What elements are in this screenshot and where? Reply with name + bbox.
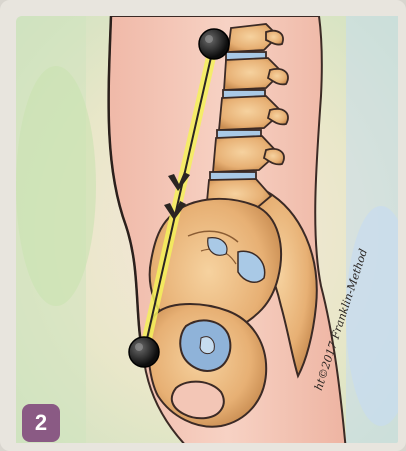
figure-number-badge: 2 bbox=[22, 404, 60, 442]
pelvis-spine-drawing bbox=[16, 16, 406, 451]
top-marker-ball bbox=[199, 29, 229, 59]
anatomical-illustration: ht©2017 Franklin-Method bbox=[16, 16, 406, 451]
bottom-marker-ball bbox=[129, 337, 159, 367]
